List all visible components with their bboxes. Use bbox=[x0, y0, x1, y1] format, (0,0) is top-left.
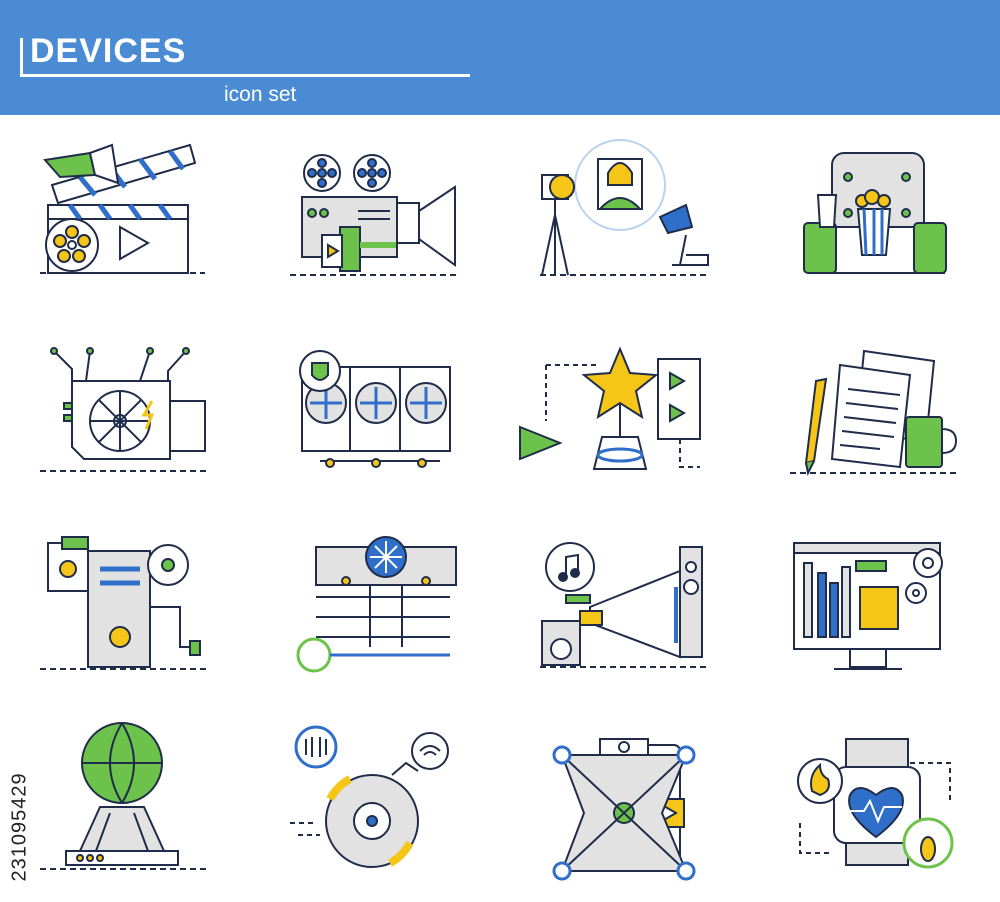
cinema-popcorn-icon bbox=[750, 115, 1000, 311]
monitor-settings-icon bbox=[750, 507, 1000, 703]
graphics-card-icon bbox=[0, 311, 250, 507]
script-writing-icon bbox=[750, 311, 1000, 507]
film-projector-icon bbox=[250, 115, 500, 311]
robot-vacuum-icon bbox=[250, 703, 500, 899]
drone-smartphone-icon bbox=[500, 703, 750, 899]
stock-id-text: 231095429 bbox=[8, 772, 31, 882]
icon-grid bbox=[0, 115, 1000, 902]
server-cooling-icon bbox=[250, 507, 500, 703]
header-banner: DEVICES icon set bbox=[0, 0, 1000, 115]
clapperboard-megaphone-icon bbox=[0, 115, 250, 311]
gpu-mining-rig-icon bbox=[250, 311, 500, 507]
title-underline bbox=[20, 74, 470, 77]
hologram-globe-icon bbox=[0, 703, 250, 899]
stock-id-watermark: 231095429 bbox=[2, 660, 32, 900]
fitness-watch-icon bbox=[750, 703, 1000, 899]
music-speaker-icon bbox=[500, 507, 750, 703]
film-award-icon bbox=[500, 311, 750, 507]
photo-studio-icon bbox=[500, 115, 750, 311]
page-title: DEVICES bbox=[30, 32, 187, 70]
page-subtitle: icon set bbox=[224, 83, 297, 106]
desktop-computer-icon bbox=[0, 507, 250, 703]
